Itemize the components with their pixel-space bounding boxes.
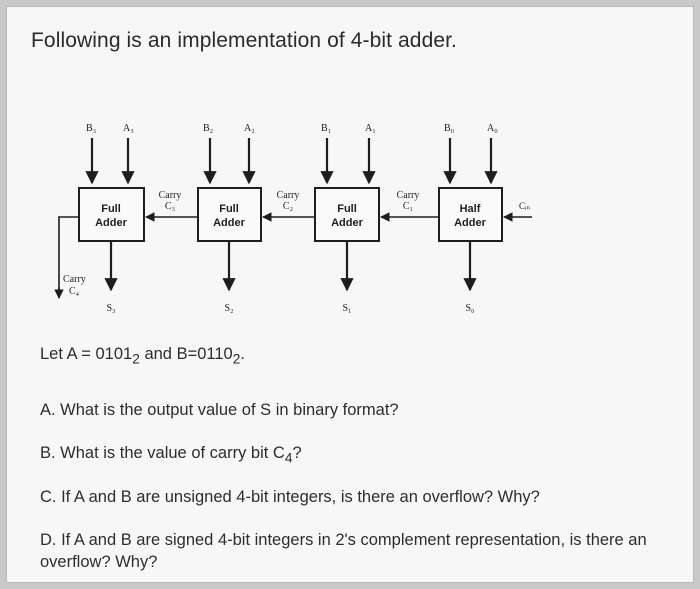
statement-b-base: 2: [232, 351, 241, 367]
sum-label-s2: S₂: [224, 303, 233, 314]
block-label-2-line1: Full: [219, 203, 239, 215]
worksheet-page: Following is an implementation of 4-bit …: [6, 6, 694, 583]
carry-label-c3-sym: C₃: [165, 201, 175, 212]
statement-a-base: 2: [132, 351, 140, 367]
block-label-3-line1: Full: [101, 203, 121, 215]
block-label-0-line2: Adder: [454, 217, 487, 229]
carry-in-label: Cᵢₙ: [519, 201, 530, 211]
sum-label-s3: S₃: [106, 303, 115, 314]
carry-label-c3-word: Carry: [159, 190, 182, 201]
input-label-b0: B₀: [444, 123, 455, 134]
problem-statement: Let A = 01012 and B=01102.: [40, 343, 245, 369]
input-label-b3: B₃: [86, 123, 96, 134]
full-adder-1: [314, 187, 380, 242]
question-c: C. If A and B are unsigned 4-bit integer…: [40, 488, 540, 506]
carry-out-sym: C₄: [69, 286, 80, 297]
input-label-a3: A₃: [123, 123, 134, 134]
block-label-1-line1: Full: [337, 203, 357, 215]
question-d: D. If A and B are signed 4-bit integers …: [40, 531, 647, 572]
input-label-b1: B₁: [321, 123, 331, 134]
input-label-a2: A₂: [244, 123, 255, 134]
sum-label-s0: S₀: [465, 303, 475, 314]
question-b-sub: 4: [284, 450, 293, 466]
adder-diagram: B₃ A₃ B₂ A₂ B₁ A₁ B₀ A₀ Full Adder Full: [54, 123, 532, 314]
question-b: B. What is the value of carry bit C4?: [40, 442, 302, 468]
carry-label-c1-word: Carry: [397, 190, 420, 201]
question-b-end: ?: [292, 444, 302, 462]
page-title: Following is an implementation of 4-bit …: [31, 29, 457, 52]
half-adder-0: [438, 187, 503, 242]
block-label-3-line2: Adder: [95, 217, 128, 229]
block-label-1-line2: Adder: [331, 217, 364, 229]
carry-out-wire: [58, 216, 79, 295]
block-label-2-line2: Adder: [213, 217, 246, 229]
carry-out-word: Carry: [63, 274, 86, 285]
input-label-a1: A₁: [365, 123, 376, 134]
question-a: A. What is the output value of S in bina…: [40, 401, 399, 419]
input-label-a0: A₀: [487, 123, 498, 134]
carry-label-c1-sym: C₁: [403, 201, 413, 212]
question-b-text: B. What is the value of carry bit C: [40, 444, 285, 462]
statement-end: .: [240, 345, 245, 363]
sum-label-s1: S₁: [342, 303, 351, 314]
statement-a-value: Let A = 0101: [40, 345, 133, 363]
block-label-0-line1: Half: [460, 203, 481, 215]
carry-label-c2-word: Carry: [277, 190, 300, 201]
carry-label-c2-sym: C₂: [283, 201, 293, 212]
input-label-b2: B₂: [203, 123, 213, 134]
statement-b-value: and B=0110: [139, 345, 233, 363]
